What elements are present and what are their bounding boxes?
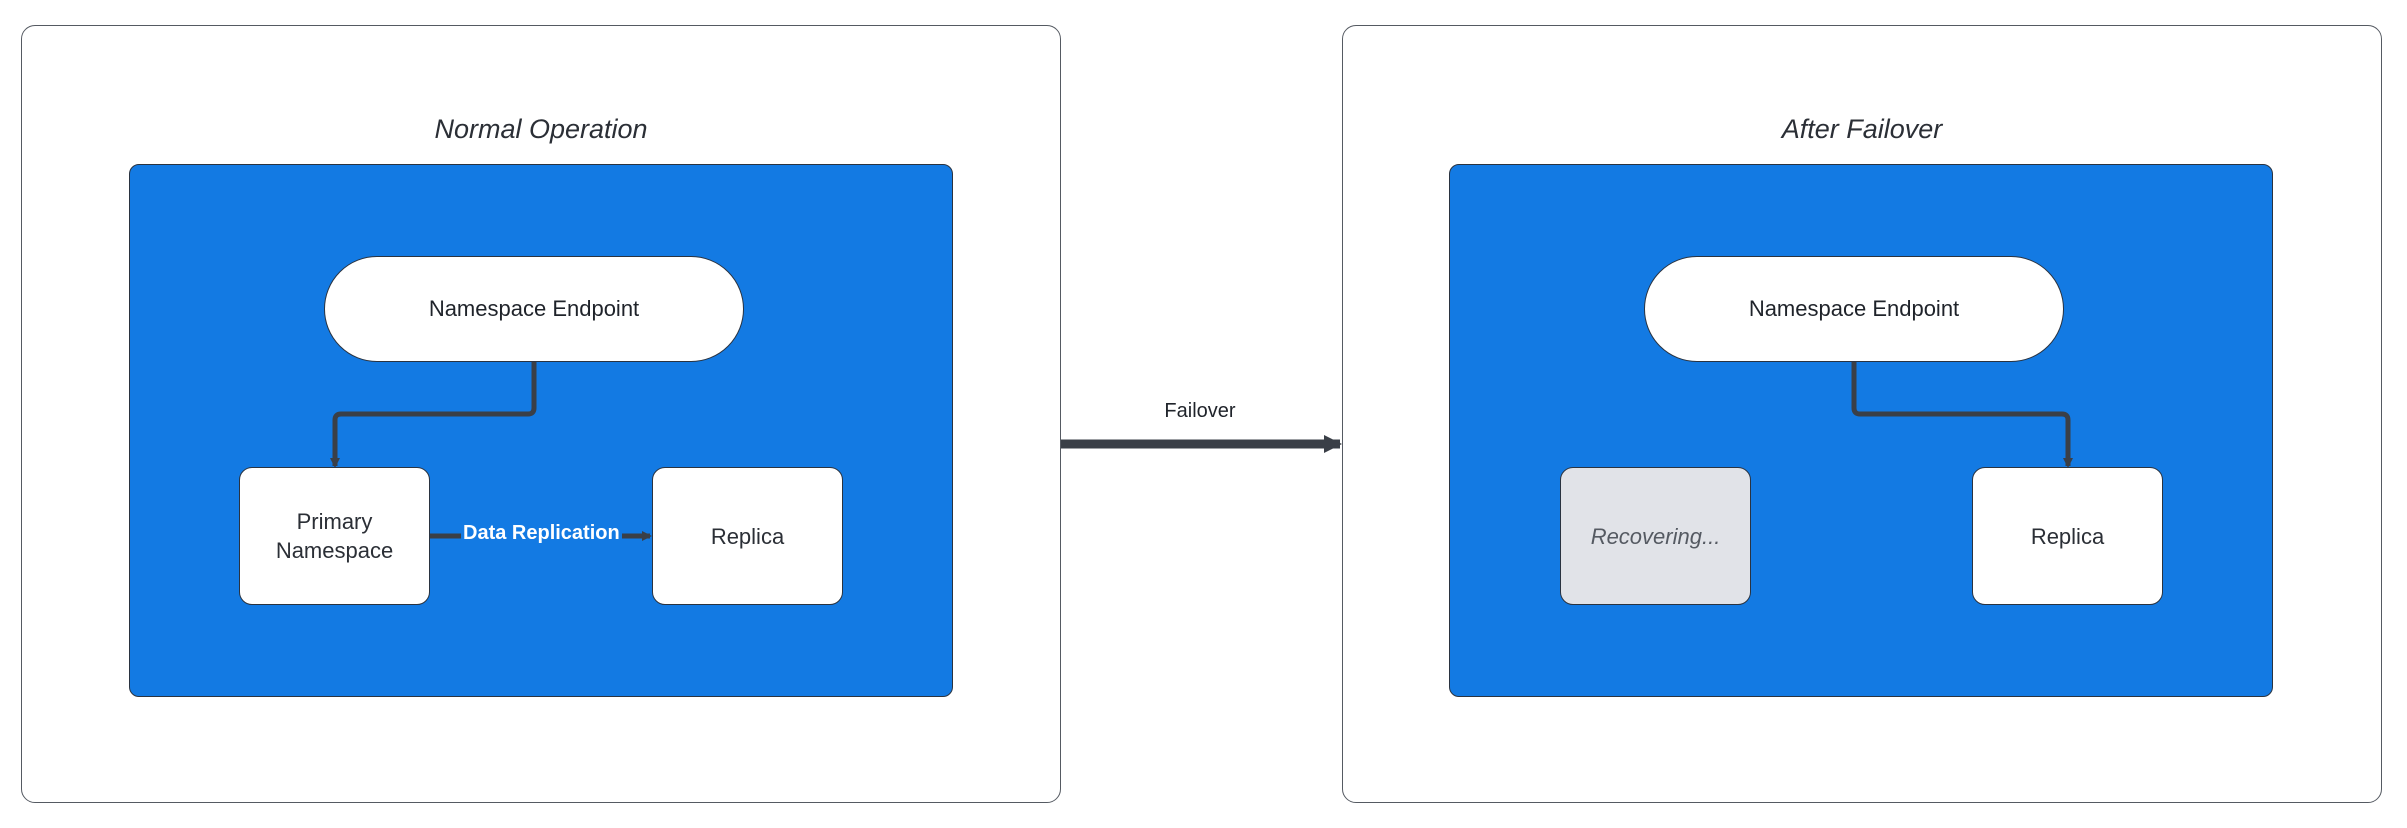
namespace-endpoint: Namespace Endpoint bbox=[324, 256, 744, 362]
replica-node: Replica bbox=[652, 467, 843, 605]
panel-title: Normal Operation bbox=[434, 114, 648, 144]
primary-namespace-node: Primary Namespace bbox=[239, 467, 430, 605]
namespace-group bbox=[129, 164, 953, 697]
failover-label: Failover bbox=[1164, 400, 1236, 422]
panel-title: After Failover bbox=[1781, 114, 1943, 144]
namespace-endpoint: Namespace Endpoint bbox=[1644, 256, 2064, 362]
replica-node: Replica bbox=[1972, 467, 2163, 605]
recovering-node: Recovering... bbox=[1560, 467, 1751, 605]
namespace-group bbox=[1449, 164, 2273, 697]
endpoint-to-primary-arrow bbox=[330, 362, 537, 468]
data-replication-label: Data Replication bbox=[461, 522, 622, 545]
endpoint-to-replica-arrow bbox=[1851, 362, 2073, 468]
